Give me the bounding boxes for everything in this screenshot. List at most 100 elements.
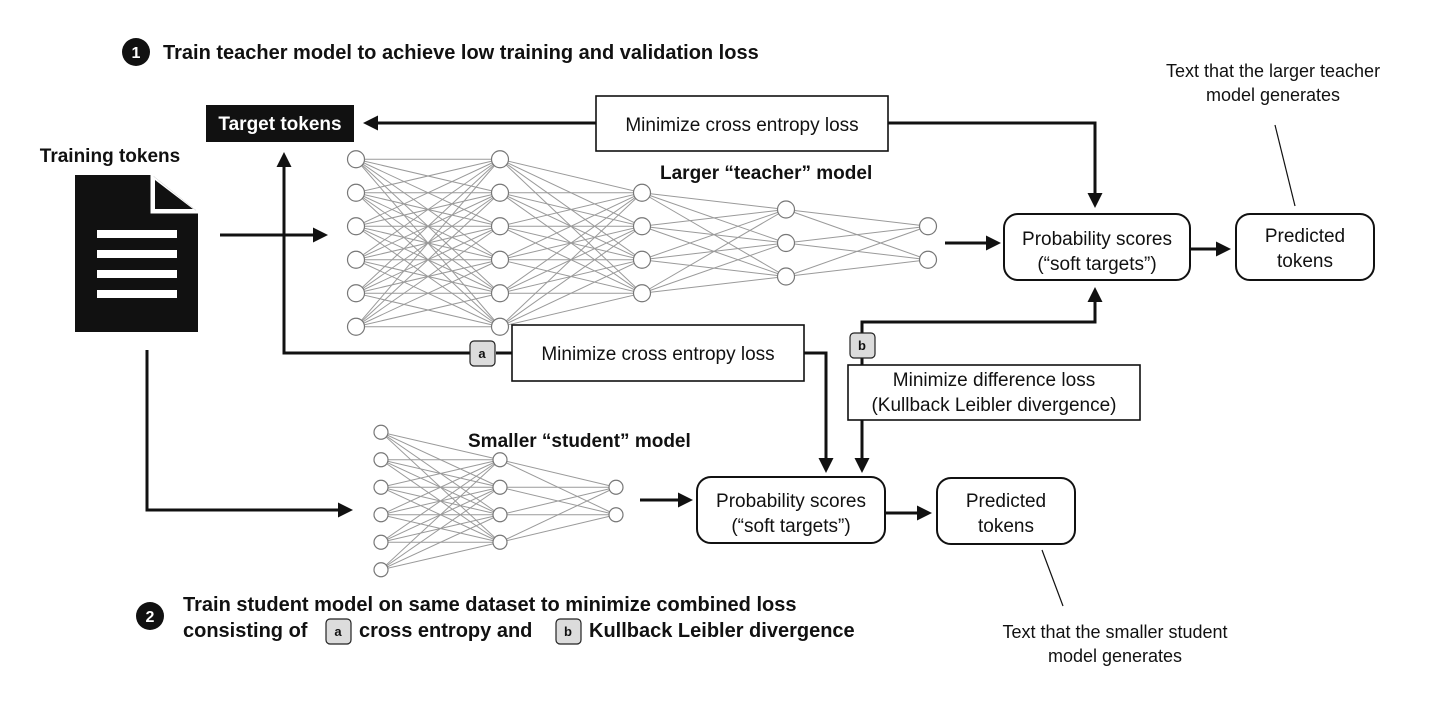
teacher-neuron-node xyxy=(346,217,366,236)
student-note-line1: Text that the smaller student xyxy=(1002,622,1227,642)
student-network xyxy=(373,424,624,578)
teacher-neuron-edge xyxy=(641,209,787,261)
student-loss-label: Minimize cross entropy loss xyxy=(541,344,774,365)
teacher-loss-box xyxy=(595,95,889,152)
teacher-neuron-edge xyxy=(499,158,643,194)
step-2-number: 2 xyxy=(146,609,155,626)
student-neuron-node xyxy=(373,452,389,468)
student-neuron-edge xyxy=(380,459,501,543)
teacher-neuron-node xyxy=(776,233,796,253)
teacher-model-label: Larger “teacher” model xyxy=(660,163,872,184)
student-predicted-box xyxy=(936,477,1076,545)
teacher-neuron-edge xyxy=(499,192,643,227)
step-2-line2-suffix: Kullback Leibler divergence xyxy=(589,620,855,642)
teacher-neuron-node xyxy=(490,317,510,336)
teacher-neuron-edge xyxy=(355,158,501,194)
teacher-neuron-edge xyxy=(785,259,929,277)
teacher-neuron-node xyxy=(776,200,796,219)
kl-loss-line1: Minimize difference loss xyxy=(893,370,1095,391)
step-2-badge-b-label: b xyxy=(564,624,572,639)
student-note-line2: model generates xyxy=(1048,646,1182,666)
student-neuron-node xyxy=(492,479,508,495)
student-neuron-node xyxy=(608,507,624,523)
arrow-student-loss-to-probs xyxy=(804,351,834,473)
step-2-badge-a-label: a xyxy=(334,624,342,639)
teacher-neuron-edge xyxy=(355,158,501,328)
arrow-student-loss-to-target xyxy=(276,152,470,355)
step-2-line2-prefix: consisting of xyxy=(183,620,308,642)
step-2-footer: 2 Train student model on same dataset to… xyxy=(136,594,855,645)
teacher-neuron-edge xyxy=(355,158,501,261)
teacher-predicted-box xyxy=(1235,213,1375,281)
training-tokens: Training tokens xyxy=(40,146,198,332)
teacher-predicted-line1: Predicted xyxy=(1265,226,1345,247)
teacher-neuron-edge xyxy=(355,192,501,328)
student-neuron-node xyxy=(373,424,389,440)
teacher-neuron-edge xyxy=(641,276,787,294)
target-tokens: Target tokens xyxy=(206,105,354,142)
teacher-neuron-node xyxy=(490,150,510,169)
student-probability-line1: Probability scores xyxy=(716,491,866,512)
student-neuron-node xyxy=(492,534,508,550)
teacher-neuron-edge xyxy=(499,192,643,261)
student-neuron-edge xyxy=(380,486,501,571)
teacher-probability-scores: Probability scores (“soft targets”) xyxy=(1003,213,1191,281)
student-neuron-edge xyxy=(380,514,501,571)
teacher-neuron-node xyxy=(346,183,366,202)
arrow-loss-to-teacher-probs xyxy=(888,121,1103,208)
teacher-neuron-node xyxy=(346,317,366,336)
kl-loss: b Minimize difference loss (Kullback Lei… xyxy=(847,332,1141,421)
kl-loss-box xyxy=(847,364,1141,421)
student-probability-box xyxy=(696,476,886,544)
student-neuron-edge xyxy=(499,486,617,516)
teacher-neuron-edge xyxy=(641,209,787,294)
student-neuron-node xyxy=(373,562,389,578)
teacher-probability-line2: (“soft targets”) xyxy=(1037,254,1156,275)
student-neuron-edge xyxy=(380,459,501,488)
step-1-badge xyxy=(122,38,150,66)
teacher-neuron-node xyxy=(632,183,652,202)
kl-loss-line2: (Kullback Leibler divergence) xyxy=(871,395,1116,416)
training-tokens-label: Training tokens xyxy=(40,146,180,167)
teacher-neuron-node xyxy=(346,284,366,303)
student-loss-box xyxy=(511,324,805,382)
step-2-line1: Train student model on same dataset to m… xyxy=(183,594,796,616)
teacher-neuron-edge xyxy=(499,259,643,328)
step-1-header: 1 Train teacher model to achieve low tra… xyxy=(122,38,759,66)
teacher-neuron-node xyxy=(346,250,366,269)
teacher-predicted-line2: tokens xyxy=(1277,251,1333,272)
teacher-neuron-node xyxy=(346,150,366,169)
teacher-neuron-edge xyxy=(785,209,929,227)
student-neuron-edge xyxy=(380,459,501,571)
arrow-kl-to-teacher-probs xyxy=(860,287,1103,335)
teacher-neuron-edge xyxy=(355,225,501,328)
teacher-neuron-node xyxy=(490,284,510,303)
student-neuron-node xyxy=(492,452,508,468)
teacher-neuron-edge xyxy=(499,192,643,328)
student-predicted-tokens: Predicted tokens xyxy=(936,477,1076,545)
teacher-neuron-node xyxy=(490,250,510,269)
student-neuron-edge xyxy=(380,541,501,571)
teacher-neuron-node xyxy=(490,217,510,236)
teacher-neuron-edge xyxy=(641,192,787,210)
teacher-neuron-node xyxy=(632,217,652,236)
teacher-neuron-edge xyxy=(785,225,929,244)
student-note-pointer xyxy=(1041,549,1064,607)
teacher-neuron-node xyxy=(918,217,938,236)
badge-b-label: b xyxy=(858,338,866,353)
teacher-neuron-node xyxy=(776,267,796,286)
student-neuron-node xyxy=(373,534,389,550)
student-neuron-edge xyxy=(499,514,617,543)
student-probability-scores: Probability scores (“soft targets”) xyxy=(696,476,886,544)
teacher-predicted-tokens: Predicted tokens xyxy=(1235,213,1375,281)
student-loss: a Minimize cross entropy loss xyxy=(469,324,805,382)
student-neuron-edge xyxy=(499,486,617,543)
arrow-input-to-student xyxy=(145,350,353,518)
step-1-text: Train teacher model to achieve low train… xyxy=(163,42,759,64)
student-neuron-node xyxy=(373,507,389,523)
student-neuron-node xyxy=(492,507,508,523)
student-predicted-line1: Predicted xyxy=(966,491,1046,512)
teacher-neuron-edge xyxy=(499,192,643,294)
badge-a-label: a xyxy=(478,346,486,361)
